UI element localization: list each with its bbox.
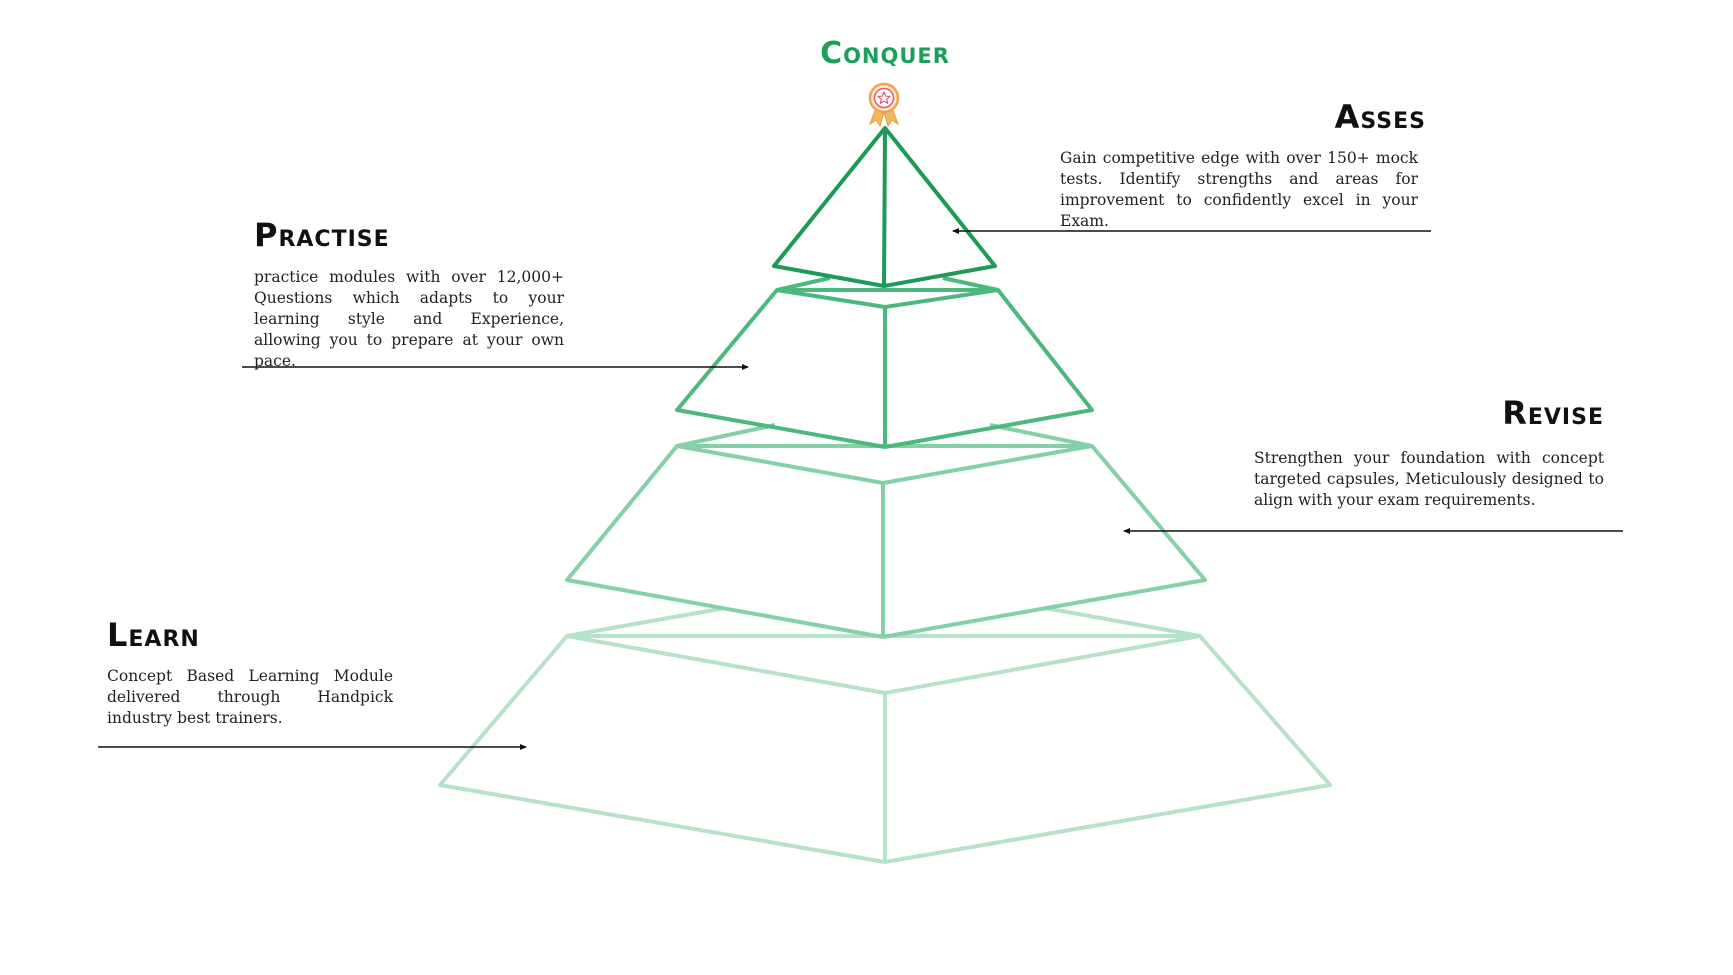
stage-title-revise: Revise — [1502, 394, 1604, 432]
stage-description-asses: Gain competitive edge with over 150+ moc… — [1060, 149, 1418, 230]
award-ribbon-icon — [868, 82, 900, 128]
stage-title-practise: Practise — [254, 216, 390, 254]
stage-title-asses: Asses — [1334, 98, 1426, 136]
apex-label-conquer: Conquer — [820, 36, 950, 71]
pyramid-tier-asses — [772, 126, 997, 288]
stage-description-practise: practice modules with over 12,000+ Quest… — [254, 268, 564, 370]
pyramid-tier-practise — [675, 276, 1094, 449]
pyramid-tier-learn — [438, 606, 1332, 864]
pyramid-tier-revise — [565, 423, 1207, 639]
stage-title-learn: Learn — [107, 616, 200, 654]
stage-description-revise: Strengthen your foundation with concept … — [1254, 449, 1604, 509]
stage-description-learn: Concept Based Learning Module delivered … — [107, 667, 393, 727]
